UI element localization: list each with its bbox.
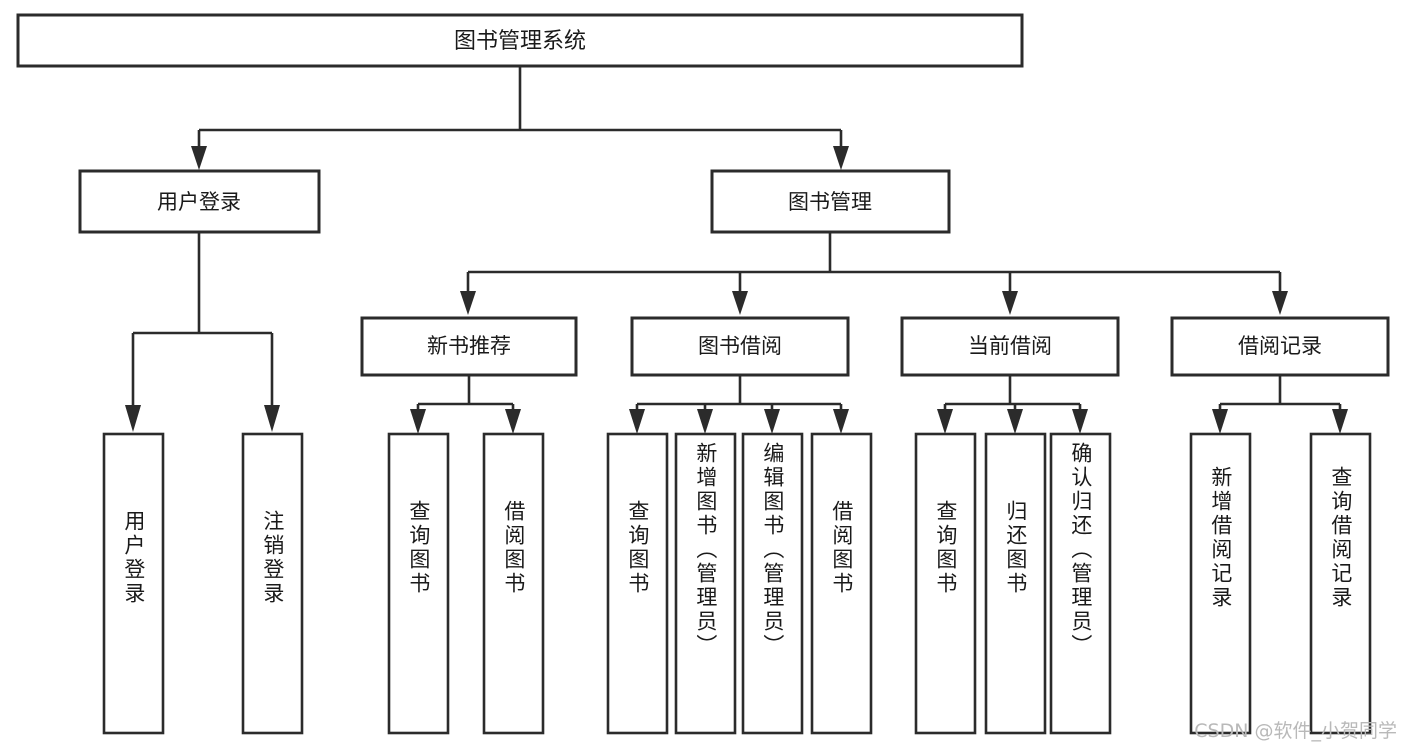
node-new-book-recommend-label: 新书推荐 — [427, 334, 511, 358]
node-book-manage[interactable]: 图书管理 — [710, 169, 951, 234]
node-leaf-borrow-book-1[interactable] — [482, 432, 545, 735]
connector-borrowrecord-to-leaves — [1212, 375, 1348, 434]
node-leaf-user-login[interactable] — [102, 432, 165, 735]
node-leaf-query-book-3[interactable] — [914, 432, 977, 735]
node-root[interactable]: 图书管理系统 — [16, 13, 1024, 68]
connector-currentborrow-to-leaves — [937, 375, 1088, 434]
node-borrow-record-label: 借阅记录 — [1238, 334, 1322, 358]
node-current-borrow-label: 当前借阅 — [968, 334, 1052, 358]
connector-userlogin-to-leaves — [125, 232, 280, 432]
connector-bookmanage-to-level3 — [460, 232, 1288, 315]
node-leaf-edit-book[interactable] — [741, 432, 804, 735]
node-leaf-return-book[interactable] — [984, 432, 1047, 735]
node-leaf-add-book[interactable] — [674, 432, 737, 735]
connector-root-to-level2 — [191, 66, 849, 170]
node-leaf-confirm-return[interactable] — [1049, 432, 1112, 735]
connector-newbook-to-leaves — [410, 375, 521, 434]
node-user-login-label: 用户登录 — [157, 190, 241, 214]
node-leaf-add-record[interactable] — [1189, 432, 1252, 735]
node-leaf-query-book-1[interactable] — [387, 432, 450, 735]
node-user-login[interactable]: 用户登录 — [78, 169, 321, 234]
node-book-manage-label: 图书管理 — [788, 190, 872, 214]
node-borrow-record[interactable]: 借阅记录 — [1170, 316, 1390, 377]
connector-bookborrow-to-leaves — [629, 375, 849, 434]
node-leaf-user-logout[interactable] — [241, 432, 304, 735]
node-current-borrow[interactable]: 当前借阅 — [900, 316, 1120, 377]
node-leaf-query-book-2[interactable] — [606, 432, 669, 735]
node-root-label: 图书管理系统 — [454, 29, 586, 54]
node-book-borrow-label: 图书借阅 — [698, 334, 782, 358]
node-leaf-query-record[interactable] — [1309, 432, 1372, 735]
node-new-book-recommend[interactable]: 新书推荐 — [360, 316, 578, 377]
node-leaf-borrow-book-2[interactable] — [810, 432, 873, 735]
node-book-borrow[interactable]: 图书借阅 — [630, 316, 850, 377]
